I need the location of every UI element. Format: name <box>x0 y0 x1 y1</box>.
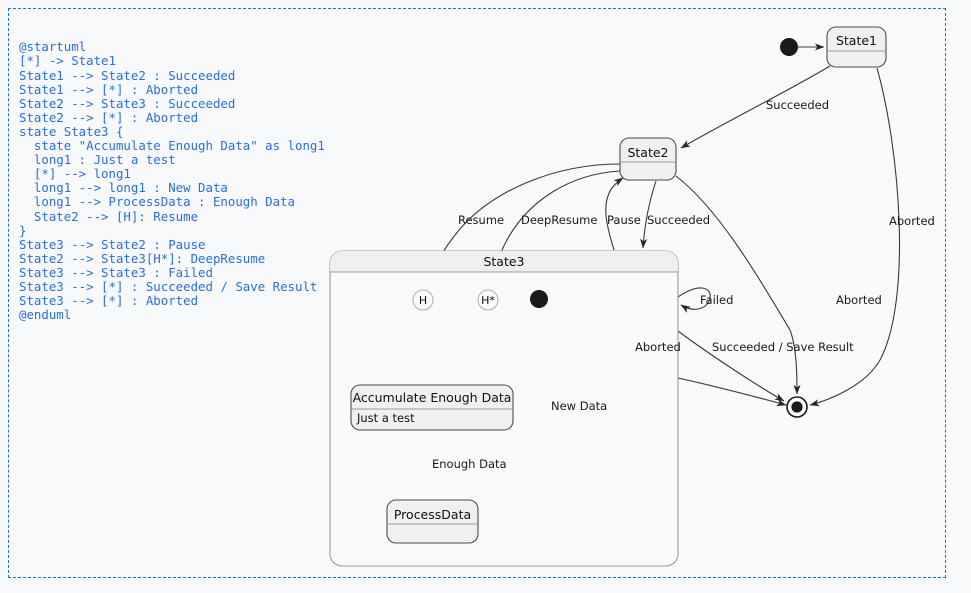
label-aborted-state2: Aborted <box>836 293 882 307</box>
processdata-label: ProcessData <box>394 507 471 522</box>
state-node-processdata[interactable]: ProcessData <box>386 499 479 544</box>
edge-state3-to-final-aborted <box>677 377 787 407</box>
edge-state3-to-final-succeeded <box>677 330 785 402</box>
history-shallow-node[interactable]: H <box>412 289 434 311</box>
label-succeeded-save-result: Succeeded / Save Result <box>712 340 854 354</box>
label-enough-data: Enough Data <box>432 457 507 471</box>
history-deep-node[interactable]: H* <box>477 289 499 311</box>
long1-body-text: Just a test <box>356 411 415 425</box>
edge-state3-self-failed <box>677 287 711 313</box>
final-state-node[interactable] <box>786 396 808 418</box>
label-deepresume: DeepResume <box>521 213 597 227</box>
history-deep-label: H* <box>481 294 495 307</box>
state-node-long1[interactable]: Accumulate Enough Data Just a test <box>350 384 514 431</box>
state2-label: State2 <box>627 145 668 160</box>
label-failed: Failed <box>700 293 733 307</box>
composite-state3-label: State3 <box>483 254 524 269</box>
inner-start-state-node[interactable] <box>530 290 548 308</box>
label-aborted-state3: Aborted <box>635 340 681 354</box>
state1-label: State1 <box>836 33 877 48</box>
label-pause: Pause <box>607 213 641 227</box>
long1-title: Accumulate Enough Data <box>353 390 512 405</box>
edge-state1-to-final-aborted <box>809 67 901 407</box>
label-new-data: New Data <box>551 399 607 413</box>
history-shallow-label: H <box>419 294 427 307</box>
start-state-node[interactable] <box>780 38 798 56</box>
edge-state2-to-state3-succeeded <box>640 180 657 249</box>
label-aborted-state1: Aborted <box>889 214 935 228</box>
plantuml-source-code: @startuml [*] -> State1 State1 --> State… <box>19 39 325 323</box>
label-succeeded-state2-state3: Succeeded <box>647 213 710 227</box>
edge-state2-to-final-aborted <box>675 175 801 395</box>
state-node-state2[interactable]: State2 <box>619 137 677 181</box>
edge-state3-to-state2-pause <box>605 177 624 251</box>
edge-state1-to-state2 <box>680 65 831 149</box>
label-resume: Resume <box>458 213 504 227</box>
state-node-state1[interactable]: State1 <box>826 26 887 68</box>
label-succeeded-state1-state2: Succeeded <box>766 98 829 112</box>
